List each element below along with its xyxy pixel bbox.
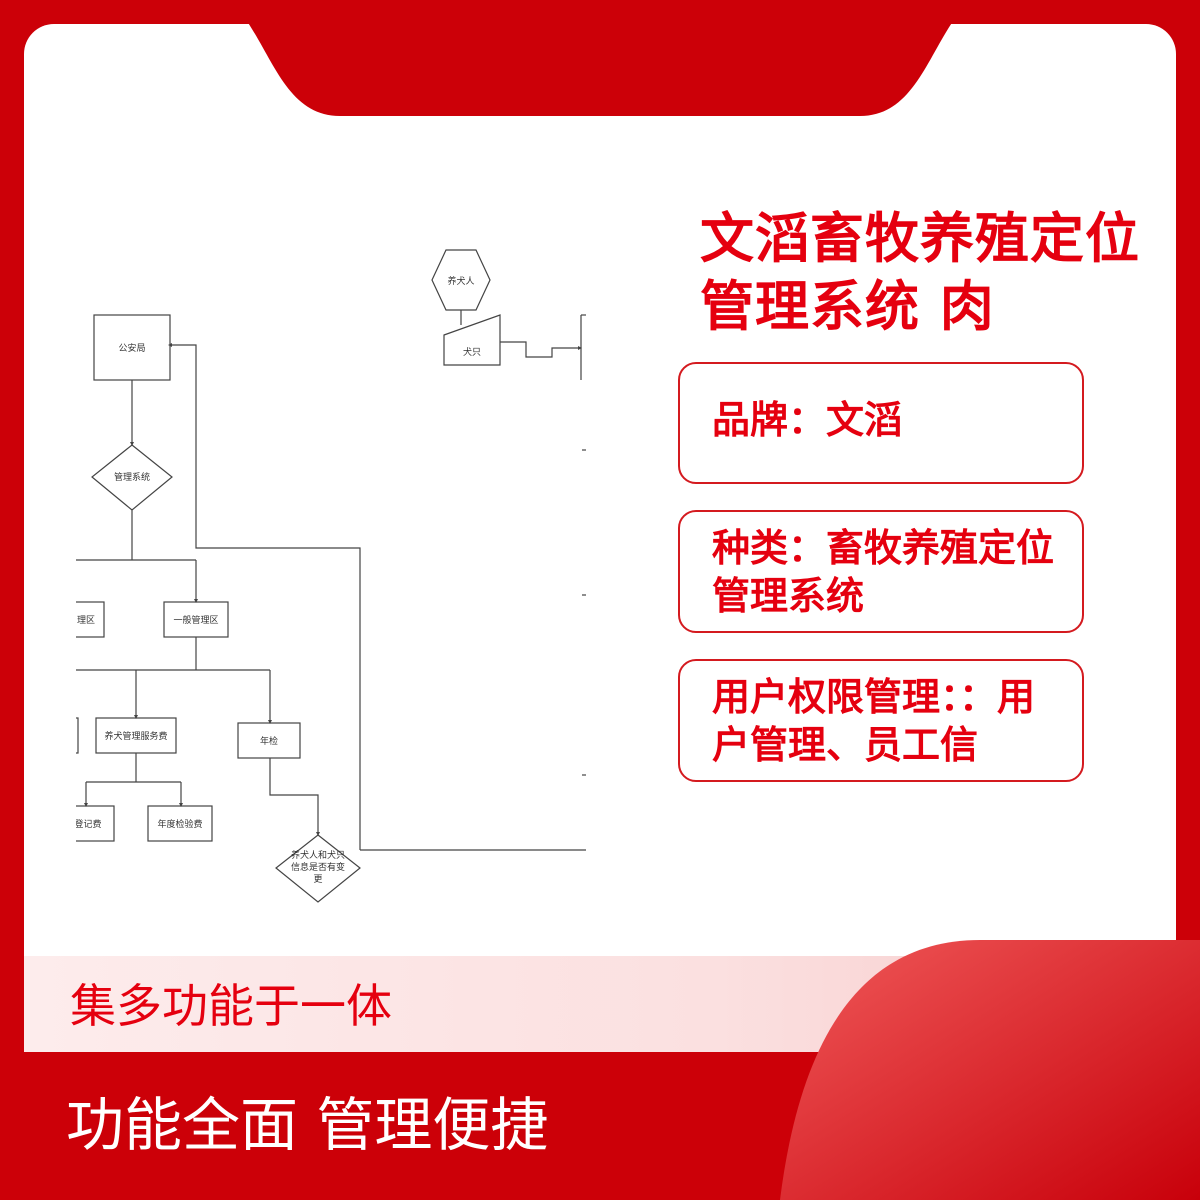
dog-label: 犬只: [463, 346, 481, 358]
reg-fee-label: 登记费: [76, 818, 102, 830]
left-cut-node: [76, 717, 79, 754]
product-title: 文滔畜牧养殖定位管理系统 肉: [700, 207, 1140, 338]
brand-text: 品牌：文滔: [712, 398, 903, 442]
key-zone-label: 理区: [77, 615, 95, 626]
top-tab-shape: [230, 0, 970, 116]
system-label: 管理系统: [114, 471, 150, 483]
police-label: 公安局: [118, 342, 145, 354]
change-node: [275, 834, 361, 903]
flowchart-diagram: 养犬人 犬只 公安局 管理系统 理区 一般管理区 养犬管理服务费 年检 登记费 …: [76, 249, 586, 903]
category-text: 种类：畜牧养殖定位管理系统: [712, 526, 1055, 618]
annual-fee-label: 年度检验费: [157, 818, 202, 830]
permissions-text: 用户权限管理：：用户管理、员工信: [712, 675, 1036, 767]
slogan-primary: 集多功能于一体: [70, 979, 392, 1033]
change-label-3: 更: [313, 874, 322, 885]
annual-check-label: 年检: [260, 735, 278, 747]
annual-check-node: [237, 722, 301, 759]
general-zone-label: 一般管理区: [173, 614, 218, 626]
footer-decoration: [0, 940, 1200, 1200]
owner-label: 养犬人: [447, 275, 474, 287]
change-label-1: 养犬人和犬只: [291, 849, 345, 861]
owner-node: [431, 249, 491, 311]
dog-node: [443, 314, 501, 366]
category-box: 种类：畜牧养殖定位管理系统: [678, 510, 1084, 633]
reg-fee-node: [76, 805, 115, 842]
service-fee-label: 养犬管理服务费: [104, 730, 167, 742]
key-zone-node: [76, 601, 105, 638]
slogan-secondary: 功能全面 管理便捷: [66, 1091, 549, 1159]
annual-fee-node: [147, 805, 213, 842]
brand-box: 品牌：文滔: [678, 362, 1084, 484]
change-label-2: 信息是否有变: [291, 861, 345, 873]
permissions-box: 用户权限管理：：用户管理、员工信: [678, 659, 1084, 782]
